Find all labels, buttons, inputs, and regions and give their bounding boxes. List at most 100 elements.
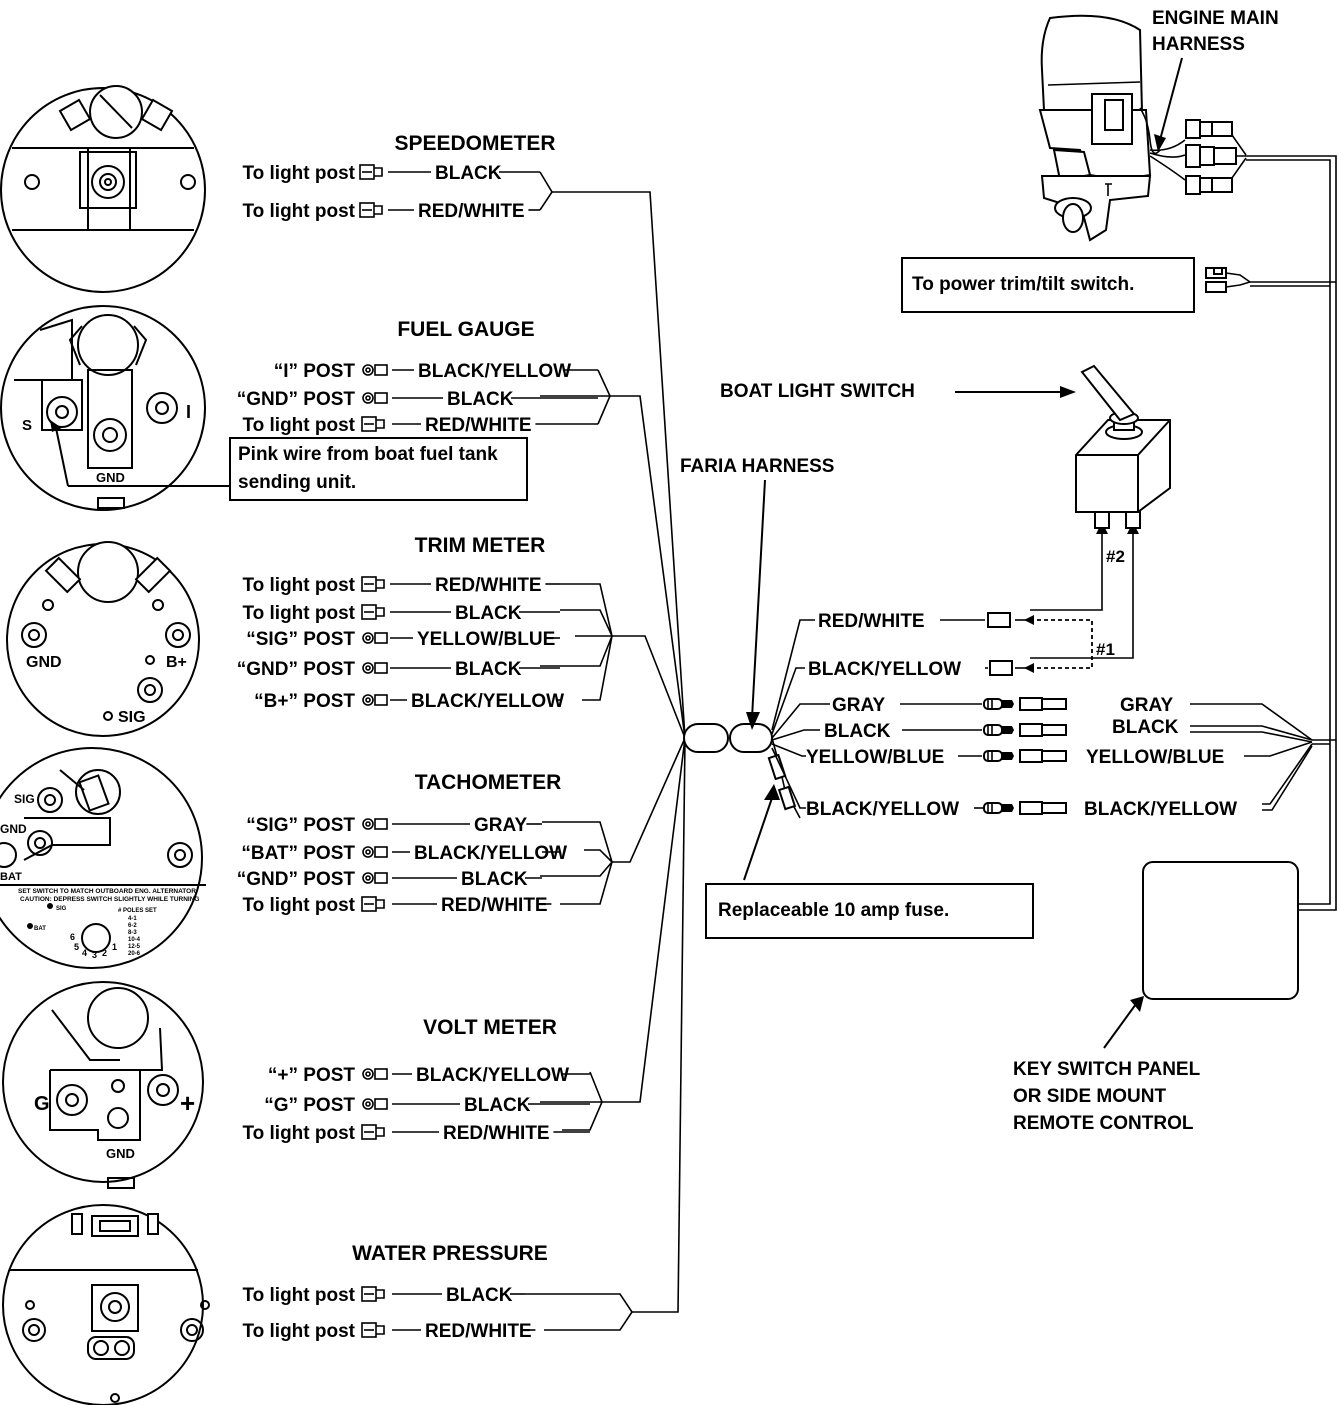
- tach-face-poles: # POLES SET: [118, 908, 157, 914]
- boat-light-switch-label: BOAT LIGHT SWITCH: [720, 381, 915, 402]
- ring-terminal-icon: [362, 364, 388, 376]
- tach-pole-entry: 20-6: [128, 951, 141, 957]
- light-post-terminal-icon: [361, 416, 385, 432]
- volt-meter-face: [2, 981, 204, 1189]
- gauge-3-wire-color-2: BLACK: [461, 869, 528, 890]
- gauge-5-post-0: To light post: [242, 1285, 355, 1306]
- harness-right-wire-0: GRAY: [1120, 695, 1173, 716]
- fuel-gauge-face: [0, 305, 230, 511]
- light-post-terminal-icon: [361, 604, 385, 620]
- gauge-2-post-1: To light post: [242, 603, 355, 624]
- outboard-engine: [1038, 14, 1161, 242]
- light-post-terminal-icon: [359, 202, 383, 218]
- harness-wire-labels: RED/WHITEBLACK/YELLOWGRAYBLACKYELLOW/BLU…: [806, 611, 1237, 820]
- fuel-note-line-2: sending unit.: [238, 472, 356, 493]
- gauge-3-post-0: “SIG” POST: [246, 815, 355, 836]
- engine-harness-arrow: [1159, 57, 1183, 141]
- fuse-arrow: [743, 797, 773, 881]
- fuel-note-line-1: Pink wire from boat fuel tank: [238, 444, 498, 465]
- gauge-3-wire-color-0: GRAY: [474, 815, 527, 836]
- light-post-terminal-icon: [361, 896, 385, 912]
- light-post-terminal-icon: [361, 1286, 385, 1302]
- gauge-title-2: TRIM METER: [415, 534, 546, 557]
- harness-left-wire-4: YELLOW/BLUE: [806, 747, 944, 768]
- tach-dial-number: 4: [82, 948, 87, 958]
- gauge-2-wire-color-0: RED/WHITE: [435, 575, 542, 596]
- tach-pole-entry: 10-4: [128, 937, 141, 943]
- tach-face-gnd: GND: [0, 822, 27, 836]
- key-switch-arrow: [1103, 1003, 1137, 1049]
- harness-left-wire-3: BLACK: [824, 721, 891, 742]
- gauge-0-post-0: To light post: [242, 163, 355, 184]
- gauge-1-wire-color-2: RED/WHITE: [425, 415, 532, 436]
- faria-harness-connector: [683, 723, 773, 753]
- key-switch-label-3: REMOTE CONTROL: [1013, 1113, 1194, 1134]
- gauge-4-wire-color-0: BLACK/YELLOW: [416, 1065, 569, 1086]
- bullet-connector-icon: [983, 749, 1067, 763]
- bullet-connector-icon: [983, 723, 1067, 737]
- switch-wiring: [1024, 522, 1139, 673]
- gauge-title-1: FUEL GAUGE: [397, 318, 534, 341]
- gauge-2-wire-color-2: YELLOW/BLUE: [417, 629, 555, 650]
- harness-left-wire-5: BLACK/YELLOW: [806, 799, 959, 820]
- engine-harness-label-2: HARNESS: [1152, 34, 1245, 55]
- gauge-5-wire-color-0: BLACK: [446, 1285, 513, 1306]
- fuel-note-box: [229, 437, 528, 501]
- tach-dial-number: 6: [70, 932, 75, 942]
- ring-terminal-icon: [362, 694, 388, 706]
- water-pressure-face: [2, 1204, 210, 1405]
- gauge-0-wire-color-1: RED/WHITE: [418, 201, 525, 222]
- gauge-1-post-1: “GND” POST: [237, 389, 356, 410]
- gauge-2-post-4: “B+” POST: [254, 691, 355, 712]
- gauge-2-wire-color-4: BLACK/YELLOW: [411, 691, 564, 712]
- gauge-1-post-0: “I” POST: [274, 361, 356, 382]
- gauge-5-post-1: To light post: [242, 1321, 355, 1342]
- fuse-label-box: [705, 883, 1034, 939]
- gauge-3-wire-color-1: BLACK/YELLOW: [414, 843, 567, 864]
- gauge-trunk-lines: [525, 171, 686, 1331]
- engine-harness-bundle: [1149, 119, 1247, 195]
- gauge-4-wire-color-2: RED/WHITE: [443, 1123, 550, 1144]
- tach-face-sig: SIG: [14, 792, 35, 806]
- volt-face-plus: +: [180, 1088, 195, 1118]
- engine-harness-label-1: ENGINE MAIN: [1152, 8, 1279, 29]
- tach-face-text-2: CAUTION: DEPRESS SWITCH SLIGHTLY WHILE T…: [20, 896, 199, 903]
- ring-terminal-icon: [362, 872, 388, 884]
- harness-right-wires: [771, 619, 1030, 809]
- gauge-0-post-1: To light post: [242, 201, 355, 222]
- tachometer-face: [0, 747, 206, 969]
- gauge-0-wire-color-0: BLACK: [435, 163, 502, 184]
- harness-right-wire-3: BLACK/YELLOW: [1084, 799, 1237, 820]
- bullet-connector-icon: [983, 697, 1067, 711]
- ring-terminal-icon: [362, 1068, 388, 1080]
- switch-terminal-2: #2: [1106, 547, 1125, 566]
- tach-pole-entry: 4-1: [128, 916, 137, 922]
- switch-terminal-1: #1: [1096, 640, 1115, 659]
- trim-face-gnd: GND: [26, 654, 62, 671]
- gauge-title-4: VOLT METER: [423, 1016, 557, 1039]
- gauge-2-post-2: “SIG” POST: [246, 629, 355, 650]
- fuel-face-gnd: GND: [96, 470, 125, 485]
- tach-dial-number: 5: [74, 942, 79, 952]
- volt-face-gnd: GND: [106, 1146, 135, 1161]
- harness-left-wire-1: BLACK/YELLOW: [808, 659, 961, 680]
- key-switch-panel: [1142, 861, 1299, 1000]
- tach-face-text-1: SET SWITCH TO MATCH OUTBOARD ENG. ALTERN…: [18, 888, 196, 895]
- gauge-2-post-0: To light post: [242, 575, 355, 596]
- boat-light-switch: [1075, 364, 1171, 529]
- speedometer-face: [0, 85, 206, 293]
- bullet-connector-icon: [983, 801, 1067, 815]
- gauge-title-0: SPEEDOMETER: [394, 132, 555, 155]
- main-trunk-lines: [1190, 155, 1337, 911]
- harness-right-wire-2: YELLOW/BLUE: [1086, 747, 1224, 768]
- tach-pole-entry: 12-5: [128, 944, 141, 950]
- gauge-3-wire-color-3: RED/WHITE: [441, 895, 548, 916]
- harness-left-wire-2: GRAY: [832, 695, 885, 716]
- trim-meter-face: [6, 541, 200, 737]
- light-post-terminal-icon: [361, 1124, 385, 1140]
- ring-terminal-icon: [362, 392, 388, 404]
